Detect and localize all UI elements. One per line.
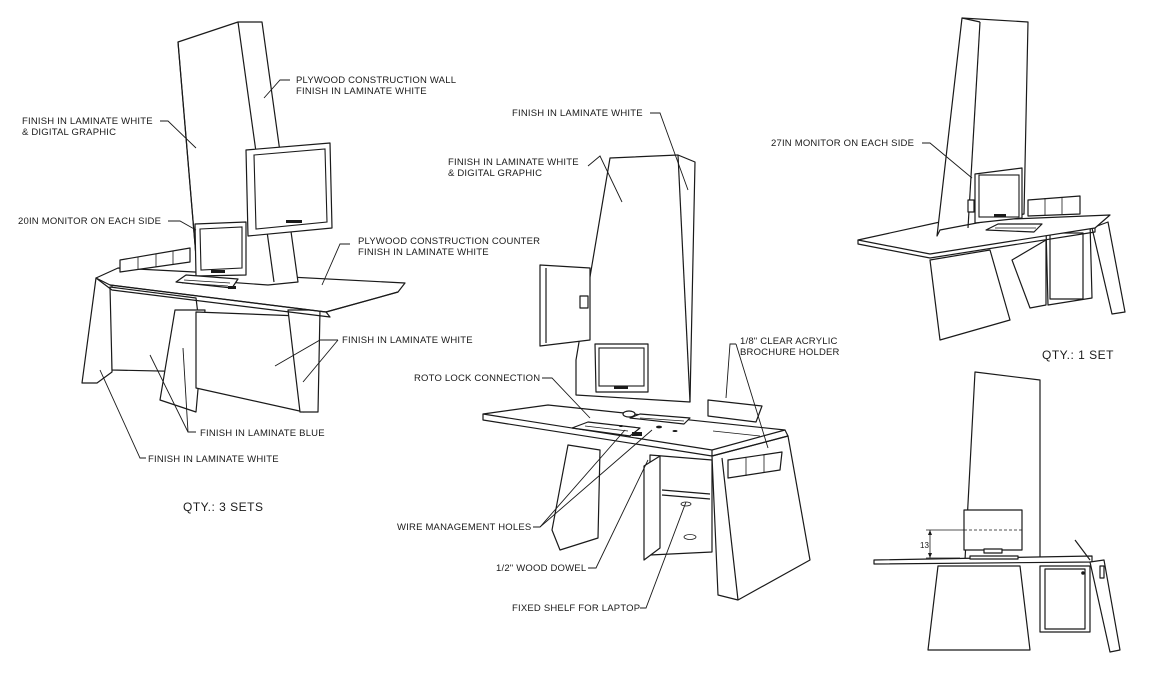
qty-1-set: QTY.: 1 SET	[1042, 348, 1114, 362]
note-wire-holes: WIRE MANAGEMENT HOLES	[397, 522, 531, 533]
rt-counter-top	[857, 214, 1111, 255]
center-leaders	[533, 112, 769, 609]
note-left-graphic-1: FINISH IN LAMINATE WHITE	[22, 116, 153, 127]
left-center-leg	[159, 309, 206, 413]
note-left-laminate-white-bottom: FINISH IN LAMINATE WHITE	[148, 454, 279, 465]
center-side-monitor	[539, 264, 591, 347]
note-plywood-wall-2: FINISH IN LAMINATE WHITE	[296, 86, 427, 97]
left-monitor-large	[245, 142, 333, 237]
rt-leader	[922, 142, 973, 179]
note-roto-lock: ROTO LOCK CONNECTION	[414, 373, 540, 384]
right-top-kiosk-view	[857, 17, 1126, 341]
left-kiosk-view	[81, 21, 406, 413]
left-keyboard	[175, 274, 239, 289]
rb-right-side-panel	[1089, 559, 1121, 653]
rt-monitor-27in	[967, 167, 1023, 224]
note-plywood-wall-1: PLYWOOD CONSTRUCTION WALL	[296, 75, 456, 86]
notes: PLYWOOD CONSTRUCTION WALL FINISH IN LAMI…	[18, 75, 1114, 614]
note-center-laminate-white-top: FINISH IN LAMINATE WHITE	[512, 108, 643, 119]
left-monitor-20in	[194, 221, 247, 277]
note-acrylic-2: BROCHURE HOLDER	[740, 347, 840, 358]
left-brochure-holders	[119, 247, 191, 273]
note-counter-1: PLYWOOD CONSTRUCTION COUNTER	[358, 236, 540, 247]
center-tall-wall	[575, 154, 696, 403]
rt-right-leg	[1091, 221, 1126, 315]
rb-left-leg	[927, 565, 1031, 651]
note-counter-2: FINISH IN LAMINATE WHITE	[358, 247, 489, 258]
center-left-leg	[551, 444, 601, 551]
note-center-graphic-2: & DIGITAL GRAPHIC	[448, 168, 542, 179]
left-end-panel	[81, 277, 113, 384]
rb-monitor	[963, 509, 1023, 560]
center-cabinet-door	[643, 455, 661, 561]
note-20in-monitor: 20IN MONITOR ON EACH SIDE	[18, 216, 161, 227]
left-right-base-panel	[195, 311, 305, 413]
rt-brochure-holder	[1027, 195, 1081, 217]
note-27in-monitor: 27IN MONITOR ON EACH SIDE	[771, 138, 914, 149]
left-leaders	[99, 79, 350, 459]
note-center-graphic-1: FINISH IN LAMINATE WHITE	[448, 157, 579, 168]
dimension-13-label: 13	[920, 541, 929, 550]
rt-left-leg	[929, 249, 1011, 341]
center-acrylic-holder	[707, 399, 783, 479]
rb-dimension: 13	[920, 529, 964, 559]
note-left-graphic-2: & DIGITAL GRAPHIC	[22, 127, 116, 138]
qty-3-sets: QTY.: 3 SETS	[183, 500, 263, 514]
note-acrylic-1: 1/8" CLEAR ACRYLIC	[740, 336, 838, 347]
right-bottom-elevation-view: 13	[873, 371, 1121, 653]
rt-rear-panel	[1011, 239, 1047, 309]
center-kiosk-view	[482, 154, 811, 601]
note-wood-dowel: 1/2" WOOD DOWEL	[496, 563, 586, 574]
note-laminate-blue: FINISH IN LAMINATE BLUE	[200, 428, 325, 439]
center-front-monitor	[594, 343, 649, 393]
note-fixed-shelf: FIXED SHELF FOR LAPTOP	[512, 603, 640, 614]
note-left-laminate-white-right: FINISH IN LAMINATE WHITE	[342, 335, 473, 346]
